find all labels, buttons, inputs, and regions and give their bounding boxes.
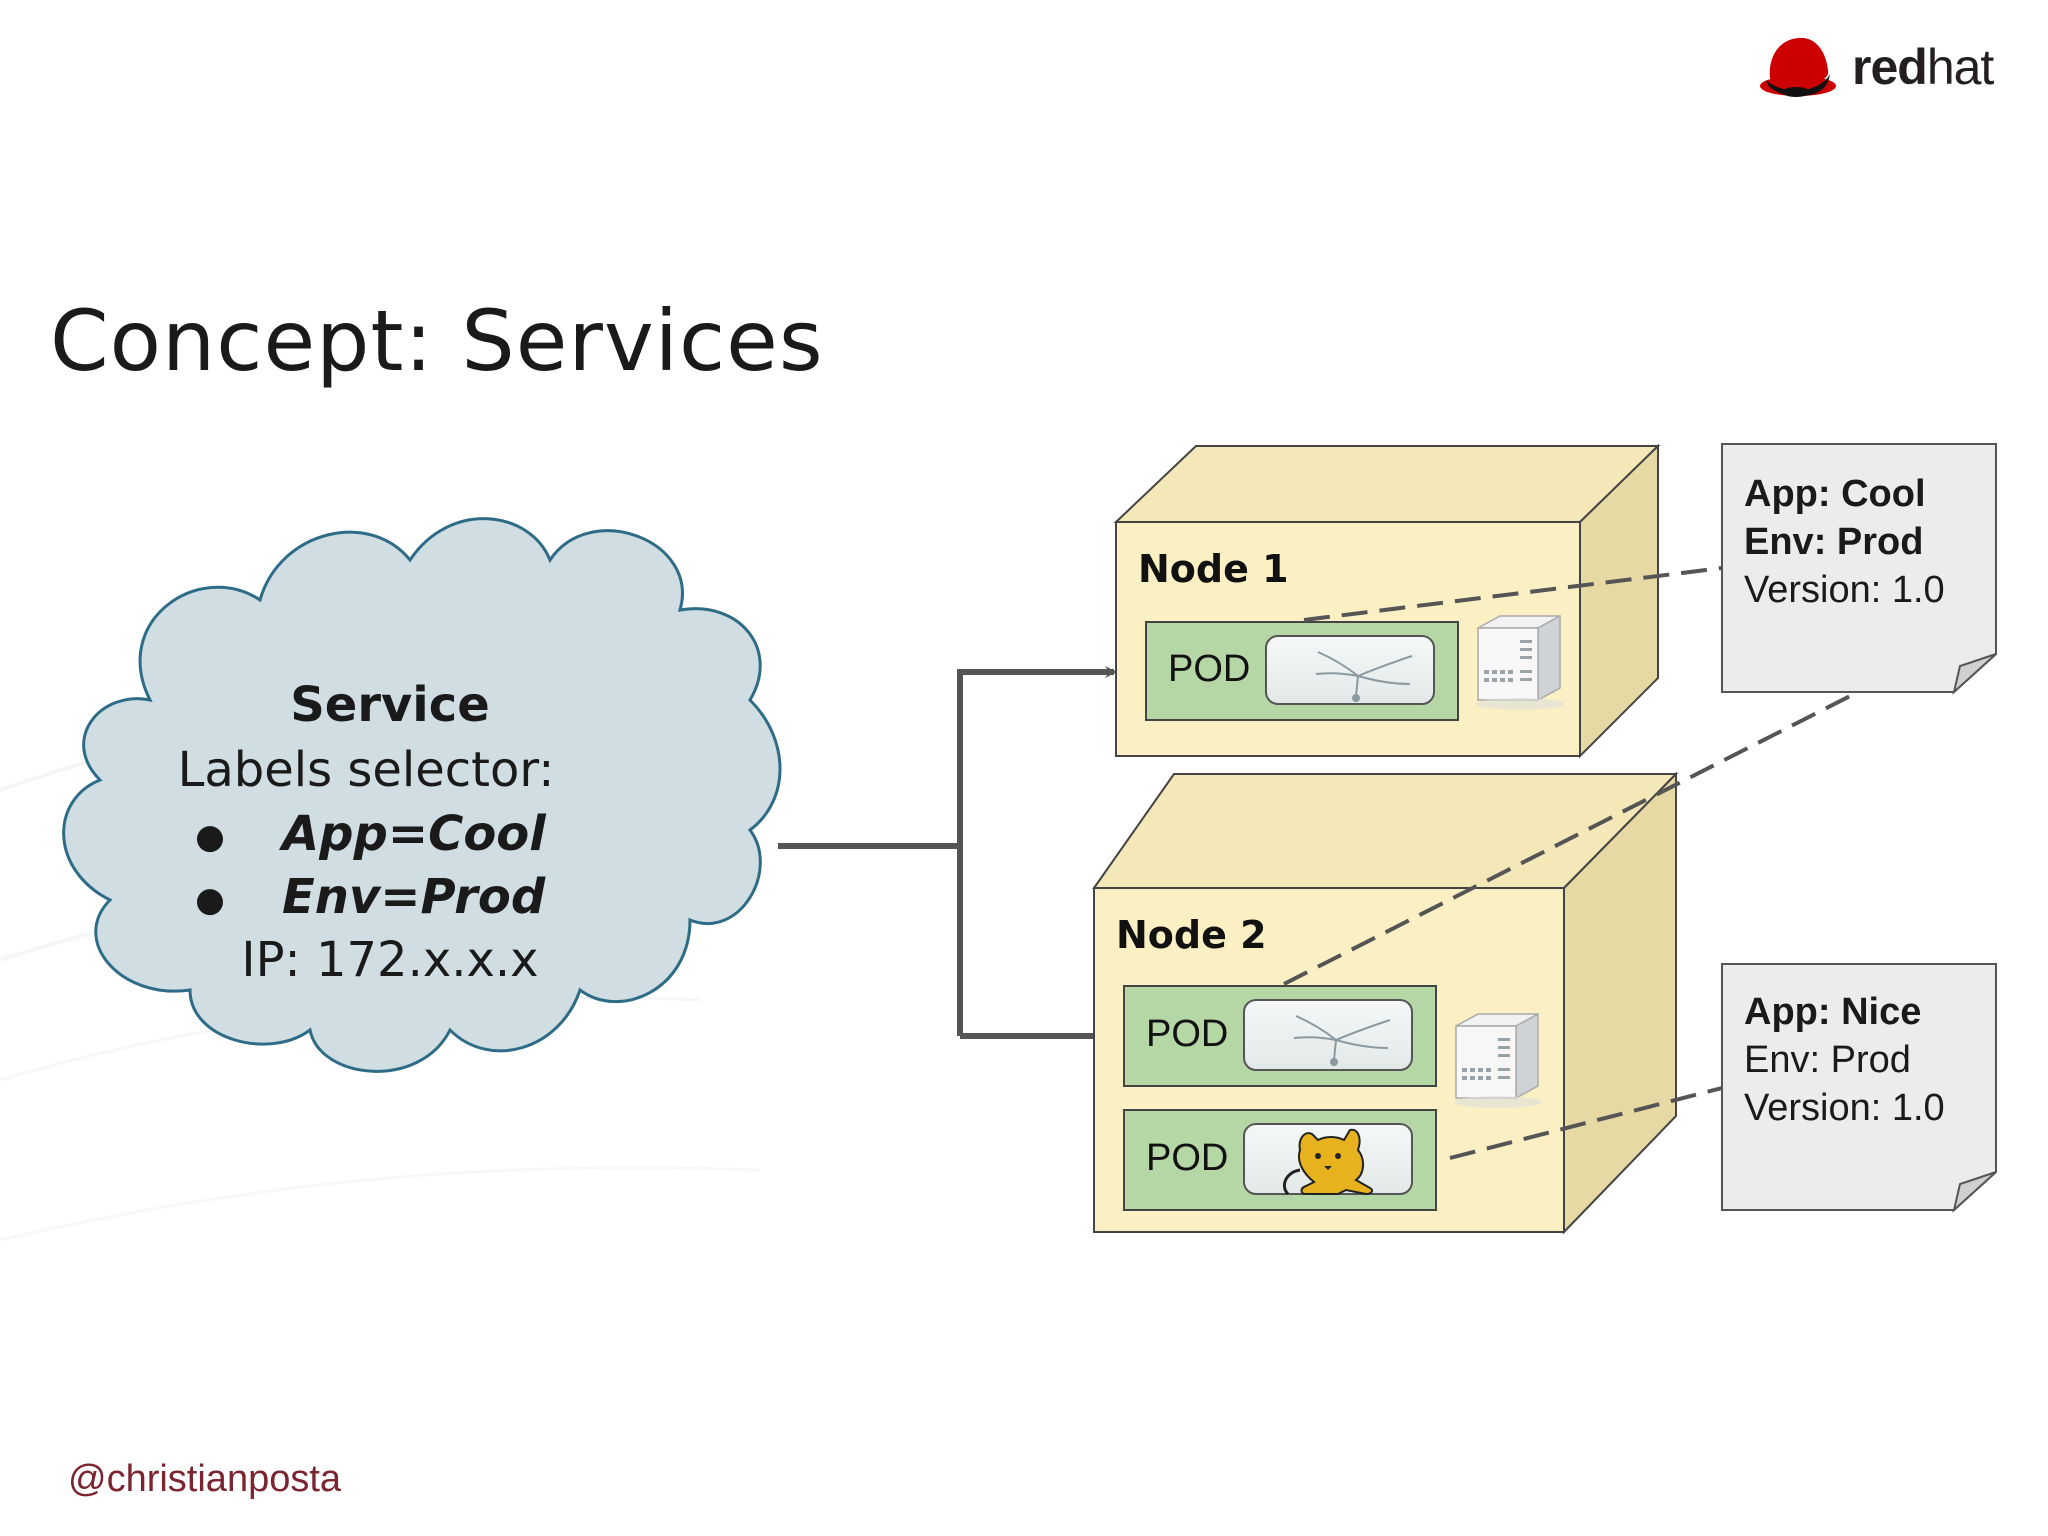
selector-bullet: ● [195, 880, 225, 920]
selector-bullet: ● [195, 817, 225, 857]
node-label: Node 1 [1138, 547, 1289, 591]
node-1: Node 1 POD [1113, 443, 1661, 759]
pod: POD [1123, 1109, 1437, 1211]
tomcat-cat-icon [1283, 1128, 1374, 1196]
wildfly-dragonfly-icon [1293, 1015, 1391, 1066]
pod: POD [1123, 985, 1437, 1087]
service-title: Service [290, 677, 490, 733]
service-subtitle: Labels selector: [178, 742, 555, 798]
arrow-to-node-1 [957, 666, 1117, 1036]
server-icon [1476, 614, 1564, 710]
note-line: App: Cool [1744, 473, 1926, 515]
service-ip: IP: 172.x.x.x [241, 932, 538, 988]
service-connectors [778, 666, 1117, 1042]
redhat-wordmark: redhat [1852, 39, 1994, 95]
service-cloud: Service Labels selector: ● App=Cool ● En… [62, 517, 782, 1073]
author-handle: @christianposta [68, 1458, 342, 1500]
link-note-nice-node-2 [1449, 1086, 1723, 1160]
selector-env: Env=Prod [282, 869, 546, 925]
pod-label: POD [1146, 1137, 1228, 1179]
node-2: Node 2 POD POD [1092, 771, 1679, 1235]
label-note-nice: App: Nice Env: Prod Version: 1.0 [1721, 963, 1997, 1213]
pod-label: POD [1168, 648, 1250, 690]
redhat-shadowman-icon [1760, 37, 1836, 97]
server-icon [1454, 1012, 1542, 1108]
link-note-cool-node-2 [1283, 690, 1859, 986]
note-line: Env: Prod [1744, 1039, 1911, 1081]
note-line: App: Nice [1744, 991, 1921, 1033]
note-line: Env: Prod [1744, 521, 1923, 563]
wildfly-dragonfly-icon [1315, 651, 1413, 702]
redhat-logo: redhat [1756, 28, 1996, 104]
label-links [1283, 566, 1859, 1160]
note-line: Version: 1.0 [1744, 569, 1945, 611]
page-title: Concept: Services [50, 292, 824, 390]
note-line: Version: 1.0 [1744, 1087, 1945, 1129]
pod-label: POD [1146, 1013, 1228, 1055]
selector-app: App=Cool [278, 806, 546, 862]
link-note-cool-node-1 [1303, 566, 1723, 622]
node-label: Node 2 [1116, 913, 1267, 957]
pod: POD [1145, 621, 1459, 721]
label-note-cool: App: Cool Env: Prod Version: 1.0 [1721, 443, 1997, 695]
